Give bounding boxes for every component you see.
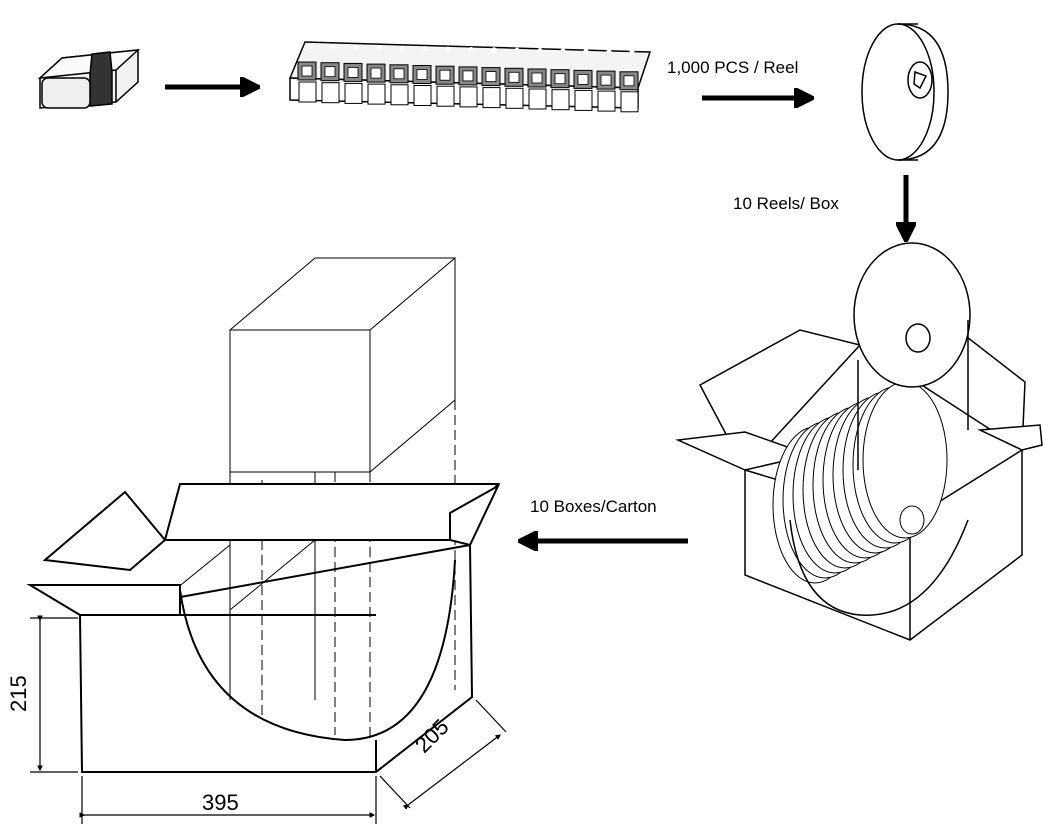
dimension-height-label: 215: [6, 675, 31, 712]
label-boxes-per-carton: 10 Boxes/Carton: [530, 497, 657, 516]
dimension-width-line: [82, 776, 377, 824]
label-reels-per-box: 10 Reels/ Box: [733, 194, 839, 213]
dimension-width-label: 395: [202, 790, 239, 815]
chip-component-icon: [37, 49, 141, 109]
reel-box-icon: [675, 242, 1043, 641]
dimension-depth-line: [379, 699, 507, 808]
reel-stack-icon: [772, 381, 948, 584]
reel-icon: [861, 23, 949, 161]
dimension-height-line: [30, 618, 78, 773]
label-pcs-per-reel: 1,000 PCS / Reel: [667, 58, 799, 77]
carrier-tape-icon: [288, 41, 652, 113]
carton-icon: [26, 257, 501, 773]
